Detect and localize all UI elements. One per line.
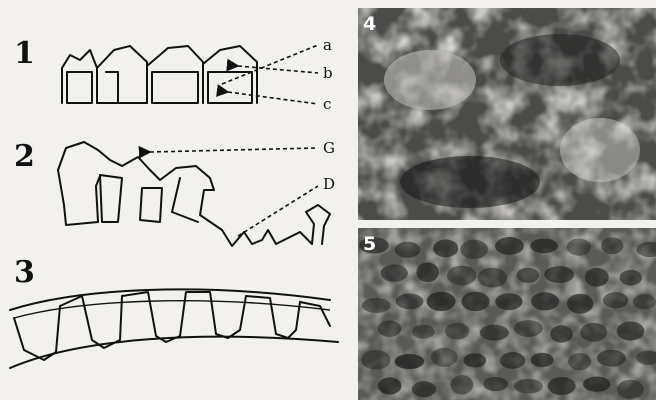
photo-5-cell (580, 323, 607, 342)
figure-1-cell-outline-3 (147, 46, 203, 103)
figure-1-label-b: b (323, 64, 333, 82)
photo-4-number: 4 (363, 13, 376, 35)
photo-4-light-patch (384, 50, 476, 110)
photo-5-cell (445, 323, 469, 340)
photo-5-cell (361, 350, 390, 370)
photo-5-cell (550, 325, 572, 342)
photo-5-cell (544, 266, 574, 283)
photo-5-number: 5 (363, 233, 376, 255)
figure-1-number: 1 (14, 36, 35, 71)
photo-5-cell (530, 239, 558, 254)
photo-5-cell (568, 353, 591, 370)
photo-5-cell (478, 268, 508, 288)
photo-5: 5 (358, 228, 656, 400)
photo-5-cell (567, 294, 593, 314)
photo-5-cell (617, 322, 644, 341)
photo-5-cell (431, 348, 458, 367)
photo-5-cell (483, 377, 508, 391)
photo-5-cell (633, 294, 656, 309)
photo-5-cell (396, 294, 424, 310)
photo-4-dark-patch (500, 34, 620, 86)
photo-5-cell (395, 354, 424, 369)
figure-1-label-a: a (323, 36, 332, 54)
photo-5-cell (460, 240, 488, 259)
photo-5-cell (412, 381, 436, 397)
photo-5-cell (433, 239, 458, 257)
photo-5-cell (381, 264, 408, 281)
photo-5-cell (362, 298, 391, 313)
photo-5-cell (495, 237, 524, 255)
figure-2-label-g: G (323, 139, 335, 157)
figure-1: 1 a b c (14, 36, 333, 113)
figure-2-inner-cells (100, 175, 198, 222)
figure-3: 3 (10, 255, 338, 368)
photo-4-light-patch-2 (560, 118, 640, 182)
photo-5-cell (500, 352, 525, 369)
photo-5-cell (603, 292, 628, 308)
photo-5-cell (514, 320, 543, 337)
figure-3-basal-line (10, 337, 338, 368)
figure-3-outer-arc (10, 289, 330, 310)
figure-1-cell-outline-2 (67, 72, 147, 103)
photo-5-cell (514, 379, 543, 394)
photo-5-cell (617, 380, 644, 399)
figure-1-label-c: c (323, 95, 331, 113)
photo-5-cell (427, 292, 456, 311)
figure-2: 2 G D (14, 139, 335, 246)
photo-5-cell (548, 377, 576, 395)
photo-5-cell (585, 268, 609, 287)
figure-2-number: 2 (14, 139, 35, 174)
photo-5-cell (517, 268, 539, 283)
photo-5-cell (583, 377, 610, 392)
figure-1-leader-a (222, 45, 318, 84)
photo-5-cell (620, 270, 643, 286)
photo-5-cell (461, 292, 489, 312)
photo-5-cell (567, 238, 591, 255)
figure-3-inner-arc (14, 301, 330, 318)
photo-5-cell (531, 292, 559, 310)
figure-2-left-wall (58, 170, 100, 225)
photo-5-cell (597, 350, 626, 367)
photo-5-cell (531, 353, 554, 367)
photo-5-cell (412, 325, 435, 339)
photo-5-cell (447, 266, 477, 286)
photo-5-cell (416, 262, 439, 282)
photo-5-cell (378, 320, 402, 337)
photo-5-cell (464, 353, 487, 367)
photo-5-cell (451, 375, 474, 394)
photo-5-cell (495, 293, 522, 310)
photo-5-cell (378, 377, 402, 394)
figure-2-label-d: D (323, 175, 335, 193)
figure-2-cells-outline (58, 142, 330, 246)
figure-3-cell-row (14, 292, 330, 360)
figure-2-leader-g (150, 148, 316, 152)
photo-5-cell (480, 325, 509, 341)
photo-5-cell (395, 242, 420, 258)
photo-4: 4 (358, 8, 656, 220)
figure-3-number: 3 (14, 255, 35, 290)
photo-4-dark-patch-2 (400, 156, 540, 208)
photo-5-cell (601, 238, 623, 255)
figure-1-cell-outline (62, 46, 147, 103)
